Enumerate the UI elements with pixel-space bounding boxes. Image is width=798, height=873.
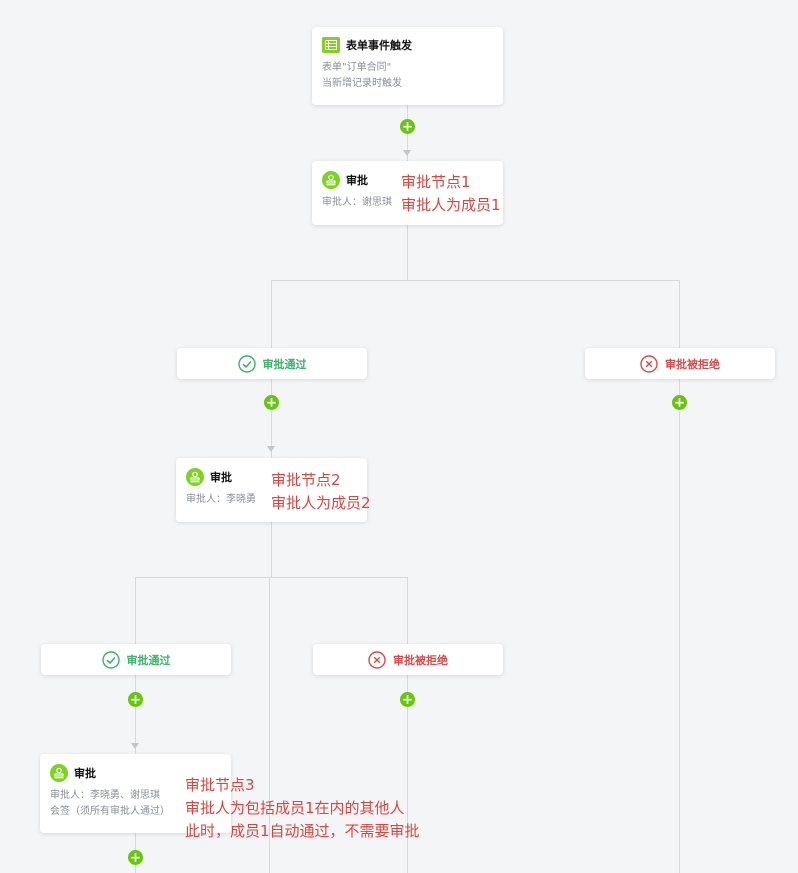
approver-text: 审批人：谢思琪 — [322, 197, 392, 208]
connector-line — [407, 577, 408, 873]
add-node-button[interactable]: + — [128, 849, 143, 866]
annotation-note-3: 审批节点3 审批人为包括成员1在内的其他人 此时，成员1自动通过，不需要审批 — [185, 774, 420, 843]
approval-node-title: 审批 — [74, 767, 96, 780]
flow-arrow — [267, 446, 275, 452]
approval-node-title: 审批 — [346, 174, 368, 187]
branch-rejected-1[interactable]: 审批被拒绝 — [585, 348, 775, 379]
annotation-note-1: 审批节点1 审批人为成员1 — [401, 171, 501, 217]
approval-node-header: 审批 — [322, 171, 368, 189]
add-node-button[interactable]: + — [672, 394, 687, 411]
approver-text: 审批人：李晓勇、谢思琪 — [50, 790, 160, 801]
connector-line — [679, 280, 680, 873]
approval-node-title: 审批 — [210, 471, 232, 484]
approval-node-1-card[interactable]: 审批 审批人：谢思琪 — [312, 161, 503, 225]
connector-line — [135, 577, 408, 578]
branch-label: 审批通过 — [126, 653, 171, 667]
connector-line — [135, 577, 136, 873]
add-node-button[interactable]: + — [264, 394, 279, 411]
flow-arrow — [131, 743, 139, 749]
connector-line — [269, 577, 270, 873]
annotation-line: 审批节点2 — [271, 471, 341, 489]
trigger-form-text: 表单"订单合同" — [322, 62, 392, 73]
flow-arrow — [403, 150, 411, 156]
annotation-line: 审批人为成员2 — [271, 494, 371, 512]
annotation-line: 审批人为包括成员1在内的其他人 — [185, 799, 405, 817]
trigger-node-card[interactable]: 表单事件触发 表单"订单合同" 当新增记录时触发 — [312, 27, 503, 105]
approval-node-header: 审批 — [186, 468, 232, 486]
table-icon — [322, 37, 340, 53]
x-circle-icon — [640, 354, 658, 373]
branch-label: 审批被拒绝 — [665, 357, 720, 371]
stamp-icon — [322, 171, 340, 189]
annotation-note-2: 审批节点2 审批人为成员2 — [271, 469, 371, 515]
check-circle-icon — [101, 650, 120, 669]
connector-line — [271, 280, 272, 577]
stamp-icon — [186, 468, 204, 486]
x-circle-icon — [368, 650, 386, 669]
trigger-node-title: 表单事件触发 — [346, 39, 412, 52]
branch-approved-2[interactable]: 审批通过 — [41, 644, 231, 675]
add-node-button[interactable]: + — [400, 118, 415, 135]
annotation-line: 此时，成员1自动通过，不需要审批 — [185, 822, 420, 840]
approval-mode-text: 会签（须所有审批人通过） — [50, 806, 170, 817]
approval-node-2-card[interactable]: 审批 审批人：李晓勇 — [176, 458, 367, 522]
branch-approved-1[interactable]: 审批通过 — [177, 348, 367, 379]
annotation-line: 审批节点1 — [401, 173, 471, 191]
annotation-line: 审批人为成员1 — [401, 196, 501, 214]
connector-line — [271, 280, 680, 281]
trigger-condition-text: 当新增记录时触发 — [322, 78, 402, 89]
approval-node-3-card[interactable]: 审批 审批人：李晓勇、谢思琪 会签（须所有审批人通过） — [40, 754, 231, 833]
branch-label: 审批通过 — [262, 357, 307, 371]
annotation-line: 审批节点3 — [185, 776, 255, 794]
trigger-node-header: 表单事件触发 — [322, 37, 412, 53]
check-circle-icon — [237, 354, 256, 373]
approval-node-header: 审批 — [50, 764, 96, 782]
add-node-button[interactable]: + — [400, 691, 415, 708]
branch-rejected-2[interactable]: 审批被拒绝 — [313, 644, 503, 675]
add-node-button[interactable]: + — [128, 691, 143, 708]
branch-label: 审批被拒绝 — [393, 653, 448, 667]
approver-text: 审批人：李晓勇 — [186, 494, 256, 505]
stamp-icon — [50, 764, 68, 782]
